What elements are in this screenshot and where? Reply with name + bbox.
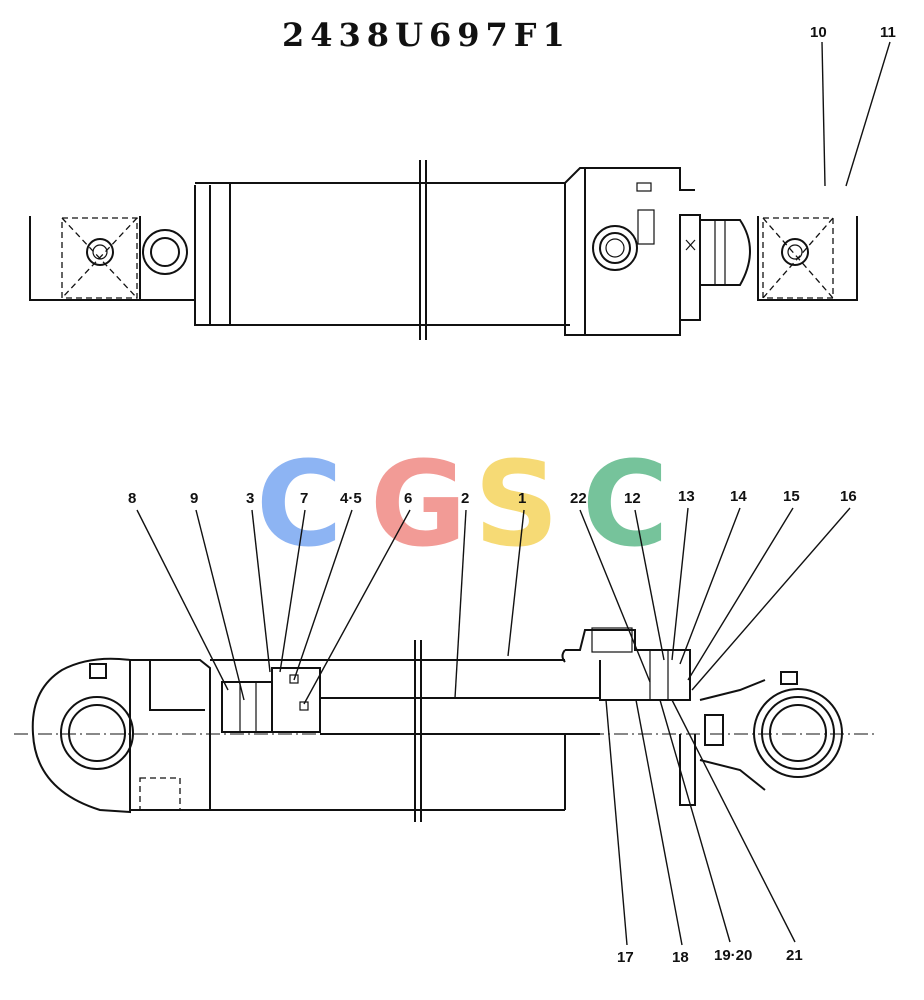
section-view — [14, 627, 875, 822]
callout-3: 3 — [246, 490, 254, 507]
callout-2: 2 — [461, 490, 469, 507]
watermark-letter-g: G — [370, 435, 467, 573]
watermark-letter-s: S — [474, 435, 559, 573]
callout-16: 16 — [840, 488, 857, 505]
top-view — [29, 160, 858, 340]
callout-6: 6 — [404, 490, 412, 507]
callout-21: 21 — [786, 947, 803, 964]
callout-14: 14 — [730, 488, 747, 505]
callout-7: 7 — [300, 490, 308, 507]
part-number-title: 2438U697F1 — [282, 16, 571, 54]
lower-callouts: 17 18 19·20 21 — [617, 947, 803, 966]
callout-10: 10 — [810, 24, 827, 41]
upper-callouts: 8 9 3 7 4·5 6 2 1 22 12 13 14 15 16 — [128, 488, 857, 507]
callout-22: 22 — [570, 490, 587, 507]
callout-15: 15 — [783, 488, 800, 505]
upper-leaders — [136, 507, 851, 705]
callout-4-5: 4·5 — [340, 490, 362, 507]
callout-8: 8 — [128, 490, 136, 507]
callout-9: 9 — [190, 490, 198, 507]
callout-1: 1 — [518, 490, 526, 507]
callout-13: 13 — [678, 488, 695, 505]
callout-19-20: 19·20 — [714, 947, 752, 964]
lower-leaders — [605, 699, 796, 946]
callout-18: 18 — [672, 949, 689, 966]
callout-17: 17 — [617, 949, 634, 966]
watermark: C G S C — [256, 435, 669, 573]
callout-11: 11 — [880, 24, 896, 41]
callout-12: 12 — [624, 490, 641, 507]
